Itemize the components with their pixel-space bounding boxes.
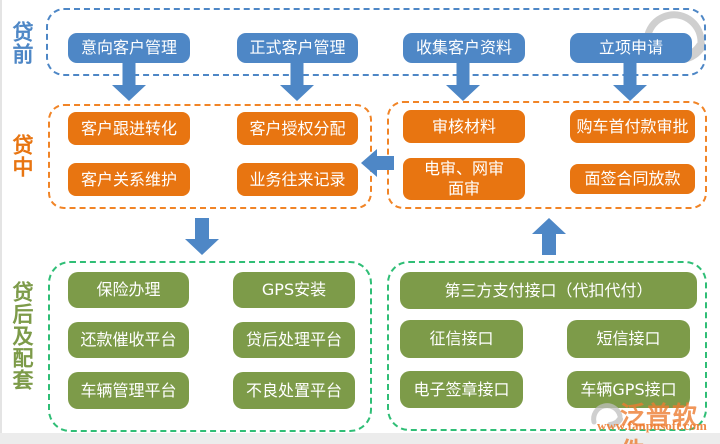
left-edge-divider xyxy=(0,0,2,444)
node-customer-followup-conversion: 客户跟进转化 xyxy=(68,112,190,145)
down-arrow-icon xyxy=(112,62,146,101)
node-review-materials: 审核材料 xyxy=(403,110,525,143)
left-arrow-icon xyxy=(361,149,394,177)
down-arrow-icon xyxy=(280,62,314,101)
node-collect-customer-info: 收集客户资料 xyxy=(403,33,525,63)
node-phone-web-interview-review: 电审、网审 面审 xyxy=(403,158,525,200)
pre-loan-label: 贷前 xyxy=(10,21,35,65)
pre-loan-group-box xyxy=(46,8,706,76)
node-customer-relationship-maintenance: 客户关系维护 xyxy=(68,163,190,196)
watermark-url: www.fanpusoft.com xyxy=(597,418,707,433)
post-loan-right-group-box xyxy=(387,261,707,431)
node-intent-customer-mgmt: 意向客户管理 xyxy=(68,33,190,63)
node-electronic-signature-interface: 电子签章接口 xyxy=(400,371,523,408)
node-vehicle-management-platform: 车辆管理平台 xyxy=(68,372,189,409)
post-loan-label: 贷后及配套 xyxy=(10,281,35,391)
node-insurance-handling: 保险办理 xyxy=(68,272,189,308)
footer-band xyxy=(0,433,720,444)
node-customer-authorization-assignment: 客户授权分配 xyxy=(237,112,358,145)
mid-loan-label: 贷中 xyxy=(10,134,35,178)
node-gps-installation: GPS安装 xyxy=(233,272,355,308)
node-vehicle-gps-interface: 车辆GPS接口 xyxy=(567,371,690,408)
mid-loan-right-group-box xyxy=(387,101,707,209)
watermark-brand: 泛普软件 xyxy=(620,401,699,444)
down-arrow-icon xyxy=(185,218,219,255)
node-credit-check-interface: 征信接口 xyxy=(400,320,523,358)
down-arrow-icon xyxy=(446,62,480,101)
up-arrow-icon xyxy=(532,218,566,255)
node-repayment-collection-platform: 还款催收平台 xyxy=(68,322,189,358)
down-arrow-icon xyxy=(613,62,647,101)
node-project-application: 立项申请 xyxy=(570,33,692,63)
node-formal-customer-mgmt: 正式客户管理 xyxy=(237,33,358,63)
node-sign-contract-disbursement: 面签合同放款 xyxy=(570,164,695,194)
watermark-logo-icon xyxy=(590,396,624,432)
node-downpayment-approval: 购车首付款审批 xyxy=(570,110,695,143)
node-business-transaction-records: 业务往来记录 xyxy=(237,163,358,196)
node-sms-interface: 短信接口 xyxy=(567,320,690,358)
post-loan-left-group-box xyxy=(48,261,372,432)
node-bad-asset-disposal-platform: 不良处置平台 xyxy=(233,372,355,409)
node-post-loan-processing-platform: 贷后处理平台 xyxy=(233,322,355,358)
node-third-party-payment-interface: 第三方支付接口（代扣代付） xyxy=(400,272,697,309)
